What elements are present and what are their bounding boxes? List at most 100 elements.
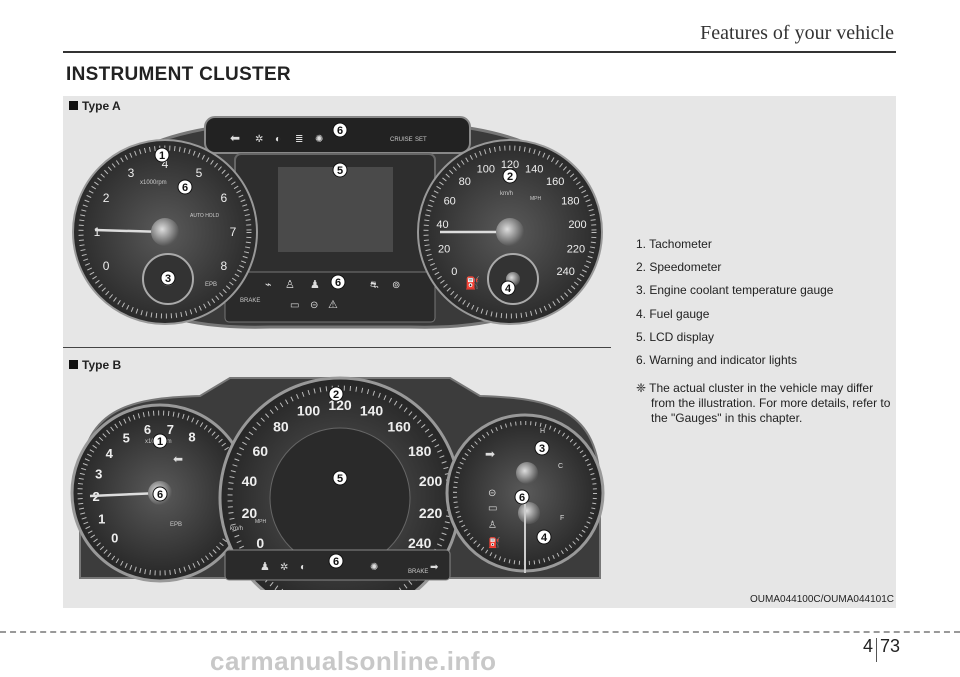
- speed-tick-label: 140: [525, 163, 543, 175]
- speed-tick-label: 220: [419, 505, 443, 521]
- speed-tick-label: 180: [408, 443, 432, 459]
- callout-number: 6: [333, 556, 339, 568]
- callout-number: 4: [541, 532, 548, 544]
- legend-note: ❈ The actual cluster in the vehicle may …: [636, 381, 891, 426]
- tach-tick-label: 2: [103, 191, 110, 205]
- tach-tick-label: 8: [188, 430, 195, 445]
- lcd-screen: [278, 167, 393, 252]
- tach-tick-label: 5: [123, 431, 130, 446]
- legend-item: 3. Engine coolant temperature gauge: [636, 283, 834, 298]
- legend-item: 5. LCD display: [636, 329, 715, 344]
- speed-tick-label: 140: [360, 403, 384, 419]
- footer-separator: [876, 638, 877, 662]
- callout-number: 5: [337, 473, 343, 485]
- page-title: INSTRUMENT CLUSTER: [66, 64, 291, 85]
- engine-check-icon: ⊝: [310, 300, 318, 311]
- callout-number: 6: [157, 489, 163, 501]
- seatbelt-icon: ♙: [488, 520, 497, 531]
- speed-tick-label: 80: [459, 176, 471, 188]
- speed-tick-label: 200: [568, 219, 586, 231]
- headlight-icon: ◐: [275, 134, 281, 145]
- speed-tick-label: 60: [253, 443, 269, 459]
- airbag-icon: ♟: [310, 279, 320, 291]
- callout-marker: [328, 553, 344, 569]
- footer-rule: [0, 631, 960, 633]
- legend-item: 6. Warning and indicator lights: [636, 352, 797, 367]
- warning-lights-strip: [224, 271, 436, 323]
- callout-marker: [160, 270, 176, 286]
- speed-tick-label: 0: [256, 535, 264, 551]
- type-separator: [63, 347, 611, 348]
- callout-number: 2: [507, 171, 513, 183]
- kmh-label-b: km/h: [230, 526, 243, 532]
- seatbelt-icon: ♙: [285, 279, 295, 291]
- figure-code: OUMA044100C/OUMA044101C: [750, 594, 894, 605]
- callout-marker: [330, 274, 346, 290]
- legend-item: 2. Speedometer: [636, 260, 722, 275]
- mph-label-b: MPH: [255, 519, 267, 525]
- oil-pressure-icon: ⌁: [265, 279, 272, 291]
- speed-tick-label: 200: [419, 473, 443, 489]
- page-number: 73: [880, 636, 901, 656]
- speed-tick-label: 160: [387, 419, 411, 435]
- headlight-icon: ◐: [300, 562, 306, 573]
- running-header: Features of your vehicle: [700, 22, 894, 44]
- callout-marker: [177, 179, 193, 195]
- bullet-square-icon: [69, 101, 78, 110]
- fog-light-icon: ✲: [280, 562, 288, 573]
- tach-hub: [151, 218, 179, 246]
- speed-tick-label: 20: [242, 505, 258, 521]
- callout-number: 3: [165, 273, 171, 285]
- speed-tick-label: 100: [477, 163, 495, 175]
- speed-tick-label: 240: [557, 266, 575, 278]
- speed-hub: [496, 218, 524, 246]
- callout-number: 6: [337, 125, 343, 137]
- bullet-square-icon: [69, 360, 78, 369]
- chapter-number: 4: [863, 636, 874, 656]
- tach-tick-label: 4: [162, 157, 169, 171]
- speed-tick-label: 220: [567, 244, 585, 256]
- tach-unit-label: x1000rpm: [140, 180, 167, 186]
- speed-tick-label: 180: [561, 196, 579, 208]
- speed-tick-label: 100: [297, 403, 321, 419]
- callout-marker: [152, 486, 168, 502]
- callout-marker: [502, 168, 518, 184]
- watermark: carmanualsonline.info: [210, 646, 497, 676]
- callout-number: 1: [159, 150, 165, 162]
- svg-text:F: F: [560, 515, 564, 522]
- callout-marker: [332, 122, 348, 138]
- speed-tick-label: 160: [546, 176, 564, 188]
- cluster-type-a-illustration: CRUISE SET ⬅ ✲ ◐ ≣ ✺ BRAKE ⌁ ♙ ♟ ▭ ⊝ ⚠ ⛐…: [72, 116, 603, 329]
- callout-number: 1: [157, 436, 163, 448]
- speed-tick-label: 40: [242, 473, 258, 489]
- tach-tick-label: 1: [98, 511, 105, 526]
- callout-number: 4: [505, 283, 512, 295]
- set-indicator-label: SET: [415, 137, 427, 143]
- callout-marker: [514, 489, 530, 505]
- speed-tick-label: 80: [273, 419, 289, 435]
- tach-tick-label: 3: [128, 166, 135, 180]
- light-icon: ✺: [370, 562, 378, 573]
- legend-item: 1. Tachometer: [636, 237, 712, 251]
- kmh-label: km/h: [500, 191, 513, 197]
- tach-tick-label: 4: [106, 446, 114, 461]
- tach-tick-label: 3: [95, 466, 102, 481]
- callout-marker: [500, 280, 516, 296]
- battery-icon: ▭: [290, 300, 299, 311]
- tach-tick-label: 7: [230, 225, 237, 239]
- speed-tick-label: 120: [501, 159, 519, 171]
- turn-left-arrow-icon: ⬅: [173, 452, 183, 466]
- fuel-pump-icon: ⛽: [488, 536, 500, 549]
- warning-triangle-icon: ⚠: [328, 299, 338, 311]
- tach-tick-label: 6: [144, 422, 151, 437]
- battery-icon: ▭: [488, 503, 497, 514]
- callout-marker: [332, 470, 348, 486]
- callout-number: 5: [337, 165, 343, 177]
- mph-label: MPH: [530, 196, 542, 202]
- tach-tick-label: 0: [103, 259, 110, 273]
- callout-marker: [154, 147, 170, 163]
- callout-marker: [332, 162, 348, 178]
- tpms-icon: ⊚: [392, 280, 400, 291]
- epb-label: EPB: [205, 282, 217, 288]
